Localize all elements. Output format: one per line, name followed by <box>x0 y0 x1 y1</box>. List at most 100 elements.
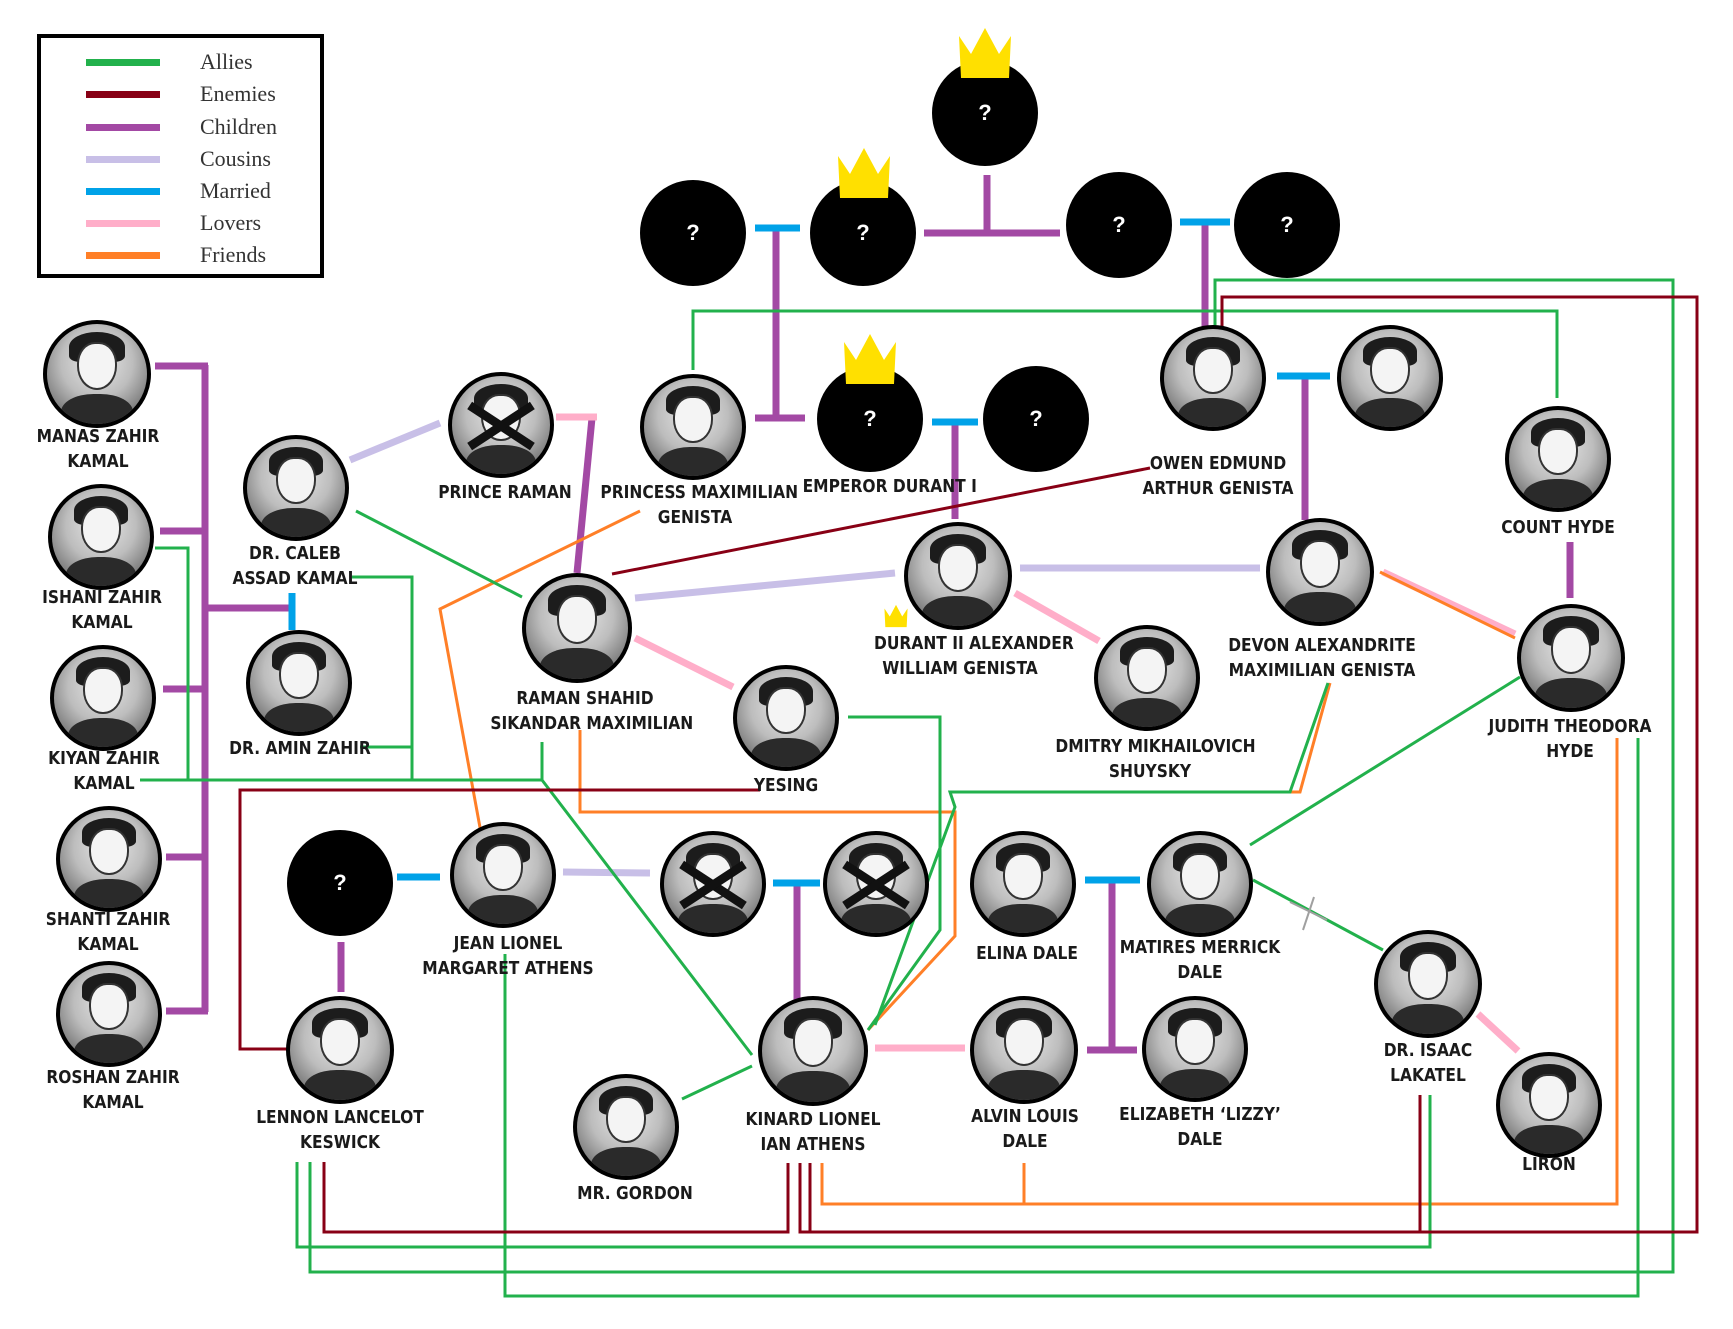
kiyan-portrait <box>50 645 156 751</box>
princess-maximilian-portrait <box>640 374 746 480</box>
elina-name: ELINA DALE <box>976 943 1078 964</box>
kinard-portrait <box>758 996 868 1106</box>
roshan-portrait <box>56 961 162 1067</box>
isaac-portrait <box>1374 930 1482 1038</box>
unknown-node: ? <box>1066 172 1172 278</box>
crown-icon <box>959 28 1011 78</box>
crown-icon <box>844 334 896 384</box>
legend-item-lovers: Lovers <box>41 210 320 240</box>
married-lines <box>288 218 1330 887</box>
liron-name: LIRON <box>1522 1154 1576 1175</box>
legend-label: Lovers <box>200 210 262 235</box>
prince-raman-portrait <box>448 372 554 478</box>
friends-swatch <box>86 252 160 259</box>
devon-portrait <box>1266 518 1374 626</box>
lizzy-name: ELIZABETH ‘LIZZY’DALE <box>1119 1104 1281 1150</box>
small-crown-icon <box>884 604 908 628</box>
elina-portrait <box>970 831 1076 937</box>
prince-raman-name: PRINCE RAMAN <box>438 482 572 503</box>
liron-portrait <box>1496 1052 1602 1158</box>
cousins-swatch <box>86 156 160 163</box>
legend-item-children: Children <box>41 114 320 144</box>
manas-portrait <box>43 320 151 428</box>
enemies-lines <box>238 295 1699 1234</box>
legend-label: Children <box>200 114 277 139</box>
legend-label: Married <box>200 178 271 203</box>
ishani-portrait <box>48 484 154 590</box>
caleb-portrait <box>243 435 349 541</box>
allies-swatch <box>86 59 160 66</box>
dmitry-portrait <box>1094 625 1200 731</box>
count-hyde-name: COUNT HYDE <box>1501 517 1615 538</box>
deceased-cross-icon <box>842 860 910 910</box>
amin-name: DR. AMIN ZAHIR <box>229 738 371 759</box>
legend-item-allies: Allies <box>41 49 320 79</box>
deceased-cross-icon <box>467 401 535 451</box>
shanti-portrait <box>56 806 162 912</box>
enemies-swatch <box>86 91 160 98</box>
lennon-portrait <box>286 996 394 1104</box>
legend-item-cousins: Cousins <box>41 146 320 176</box>
unknown-empress-node: ? <box>983 366 1089 472</box>
legend-item-married: Married <box>41 178 320 208</box>
cousins-lines <box>348 419 1260 877</box>
unknown-node: ? <box>640 180 746 286</box>
legend: Allies Enemies Children Cousins Married … <box>37 34 324 278</box>
legend-item-enemies: Enemies <box>41 81 320 111</box>
unknown-node: ? <box>1234 172 1340 278</box>
crown-icon <box>838 148 890 198</box>
judith-portrait <box>1517 604 1625 712</box>
children-swatch <box>86 124 160 131</box>
count-hyde-portrait <box>1505 406 1611 512</box>
kinard-father-portrait <box>660 831 766 937</box>
unknown-parent-node: ? <box>287 830 393 936</box>
legend-label: Allies <box>200 49 253 74</box>
allies-lines <box>140 278 1675 1298</box>
legend-label: Enemies <box>200 81 276 106</box>
lovers-swatch <box>86 220 160 227</box>
raman-shahid-portrait <box>522 573 632 683</box>
children-lines <box>155 175 1574 1054</box>
married-swatch <box>86 188 160 195</box>
lovers-lines <box>556 413 1521 1054</box>
matires-portrait <box>1147 831 1253 937</box>
deceased-cross-icon <box>679 860 747 910</box>
broken-alliance-mark <box>1289 896 1328 931</box>
yesing-name: YESING <box>753 775 819 796</box>
owen-wife-portrait <box>1337 325 1443 431</box>
legend-label: Friends <box>200 242 266 267</box>
gordon-portrait <box>573 1074 679 1180</box>
jean-portrait <box>450 822 556 928</box>
legend-label: Cousins <box>200 146 271 171</box>
yesing-portrait <box>733 665 839 771</box>
gordon-name: MR. GORDON <box>577 1183 693 1204</box>
durant-ii-portrait <box>904 522 1012 630</box>
kinard-mother-portrait <box>823 831 929 937</box>
emperor-durant-name: EMPEROR DURANT I <box>802 476 977 497</box>
alvin-portrait <box>970 996 1078 1104</box>
owen-portrait <box>1160 325 1266 431</box>
amin-portrait <box>246 630 352 736</box>
lizzy-portrait <box>1142 996 1248 1102</box>
legend-item-friends: Friends <box>41 242 320 272</box>
